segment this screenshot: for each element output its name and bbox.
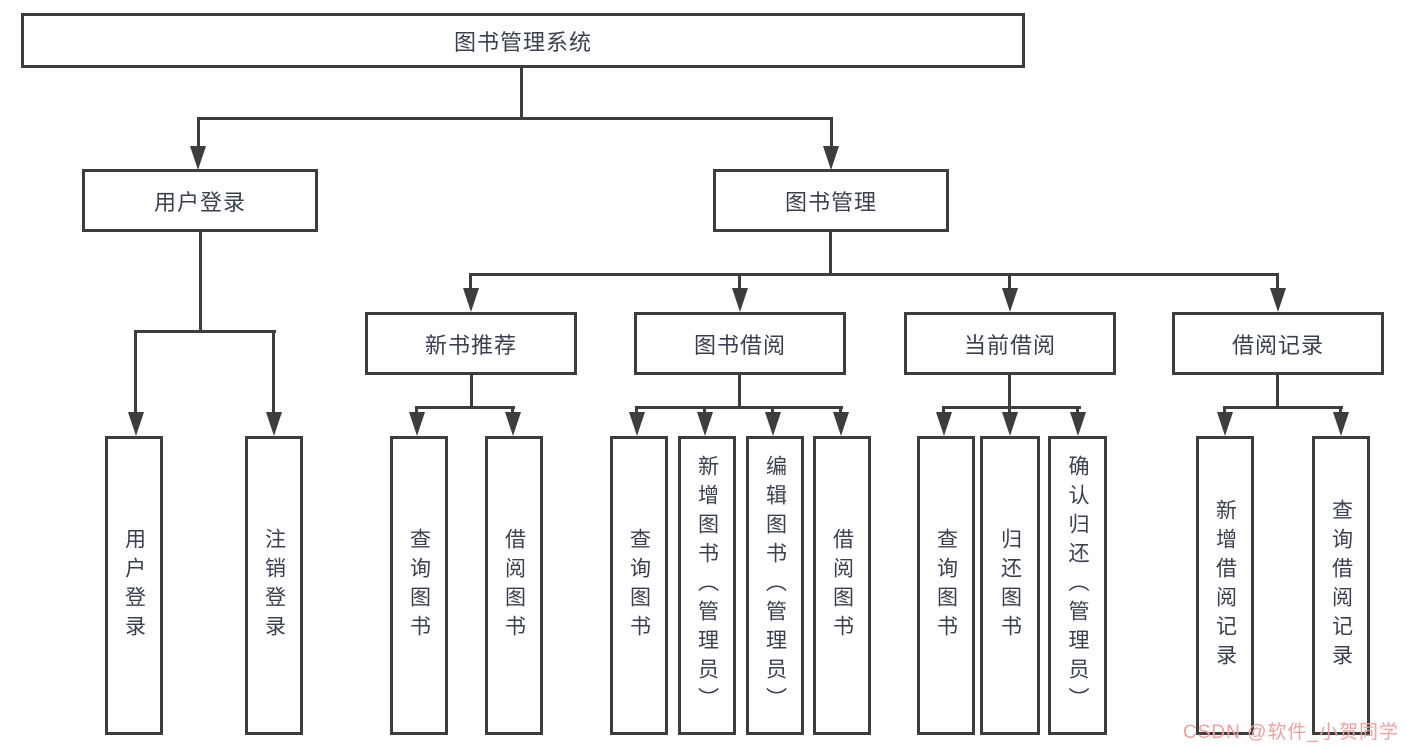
- leaf-borrow-books-borrow: 借阅图书: [813, 436, 871, 735]
- leaf-label: 用户登录: [122, 527, 146, 644]
- connector-line: [134, 330, 137, 414]
- connector-line: [415, 406, 418, 416]
- node-new-book-recommendation: 新书推荐: [365, 312, 577, 375]
- leaf-label: 归还图书: [998, 527, 1022, 644]
- connector-line: [1223, 406, 1226, 416]
- node-current-borrowing: 当前借阅: [904, 312, 1116, 375]
- connector-line: [839, 406, 842, 416]
- connector-line: [1076, 406, 1079, 416]
- leaf-confirm-return-admin: 确认归还（管理员）: [1048, 436, 1107, 735]
- arrow-down-icon: [833, 412, 849, 436]
- connector-line: [272, 330, 275, 414]
- leaf-query-books-borrow: 查询图书: [610, 436, 668, 735]
- leaf-user-login: 用户登录: [105, 436, 163, 735]
- arrow-down-icon: [463, 288, 479, 312]
- connector-line: [199, 231, 202, 333]
- connector-line: [635, 406, 638, 416]
- leaf-label: 确认归还（管理员）: [1066, 455, 1089, 716]
- connector-line: [1008, 375, 1011, 409]
- leaf-label: 查询图书: [934, 527, 958, 644]
- connector-line: [469, 273, 472, 293]
- connector-line: [1339, 406, 1342, 416]
- leaf-label: 新增借阅记录: [1213, 498, 1237, 673]
- leaf-query-books-current: 查询图书: [917, 436, 975, 735]
- node-book-borrowing: 图书借阅: [634, 312, 846, 375]
- arrow-down-icon: [266, 412, 282, 436]
- arrow-down-icon: [936, 412, 952, 436]
- leaf-return-books: 归还图书: [980, 436, 1040, 735]
- leaf-add-borrow-record: 新增借阅记录: [1196, 436, 1254, 735]
- arrow-down-icon: [505, 412, 521, 436]
- arrow-down-icon: [128, 412, 144, 436]
- arrow-down-icon: [732, 288, 748, 312]
- connector-line: [703, 406, 706, 416]
- leaf-add-books-admin: 新增图书（管理员）: [678, 436, 736, 735]
- arrow-down-icon: [1002, 288, 1018, 312]
- connector-line: [738, 273, 741, 293]
- leaf-borrow-books-recommend: 借阅图书: [485, 436, 543, 735]
- connector-line: [197, 117, 833, 120]
- leaf-label: 查询图书: [627, 527, 651, 644]
- arrow-down-icon: [1070, 412, 1086, 436]
- connector-line: [738, 375, 741, 409]
- leaf-label: 编辑图书（管理员）: [763, 455, 787, 716]
- connector-line: [771, 406, 774, 416]
- arrow-down-icon: [409, 412, 425, 436]
- connector-line: [197, 117, 200, 150]
- node-root-library-system: 图书管理系统: [21, 13, 1025, 68]
- connector-line: [1276, 375, 1279, 409]
- connector-line: [511, 406, 514, 416]
- connector-line: [830, 117, 833, 150]
- connector-line: [1008, 273, 1011, 293]
- connector-line: [135, 330, 276, 333]
- leaf-query-books-recommend: 查询图书: [390, 436, 448, 735]
- connector-line: [942, 406, 945, 416]
- leaf-label: 查询图书: [407, 527, 431, 644]
- node-book-management: 图书管理: [713, 169, 949, 232]
- arrow-down-icon: [1217, 412, 1233, 436]
- connector-line: [1224, 406, 1343, 409]
- leaf-query-borrow-record: 查询借阅记录: [1312, 436, 1370, 735]
- leaf-label: 查询借阅记录: [1329, 498, 1353, 673]
- connector-line: [829, 231, 832, 276]
- leaf-label: 新增图书（管理员）: [695, 455, 719, 716]
- arrow-down-icon: [1333, 412, 1349, 436]
- connector-line: [636, 406, 843, 409]
- connector-line: [943, 406, 1081, 409]
- arrow-down-icon: [765, 412, 781, 436]
- leaf-label: 注销登录: [262, 527, 286, 644]
- leaf-label: 借阅图书: [830, 527, 854, 644]
- node-borrowing-records: 借阅记录: [1172, 312, 1384, 375]
- leaf-edit-books-admin: 编辑图书（管理员）: [746, 436, 804, 735]
- arrow-down-icon: [629, 412, 645, 436]
- connector-line: [520, 68, 523, 118]
- node-user-login: 用户登录: [82, 169, 318, 232]
- arrow-down-icon: [190, 146, 206, 170]
- arrow-down-icon: [823, 146, 839, 170]
- arrow-down-icon: [697, 412, 713, 436]
- leaf-logout: 注销登录: [245, 436, 303, 735]
- arrow-down-icon: [1270, 288, 1286, 312]
- connector-line: [416, 406, 515, 409]
- connector-line: [1276, 273, 1279, 293]
- connector-line: [470, 375, 473, 409]
- arrow-down-icon: [1002, 412, 1018, 436]
- connector-line: [1008, 406, 1011, 416]
- leaf-label: 借阅图书: [502, 527, 526, 644]
- connector-line: [469, 273, 1279, 276]
